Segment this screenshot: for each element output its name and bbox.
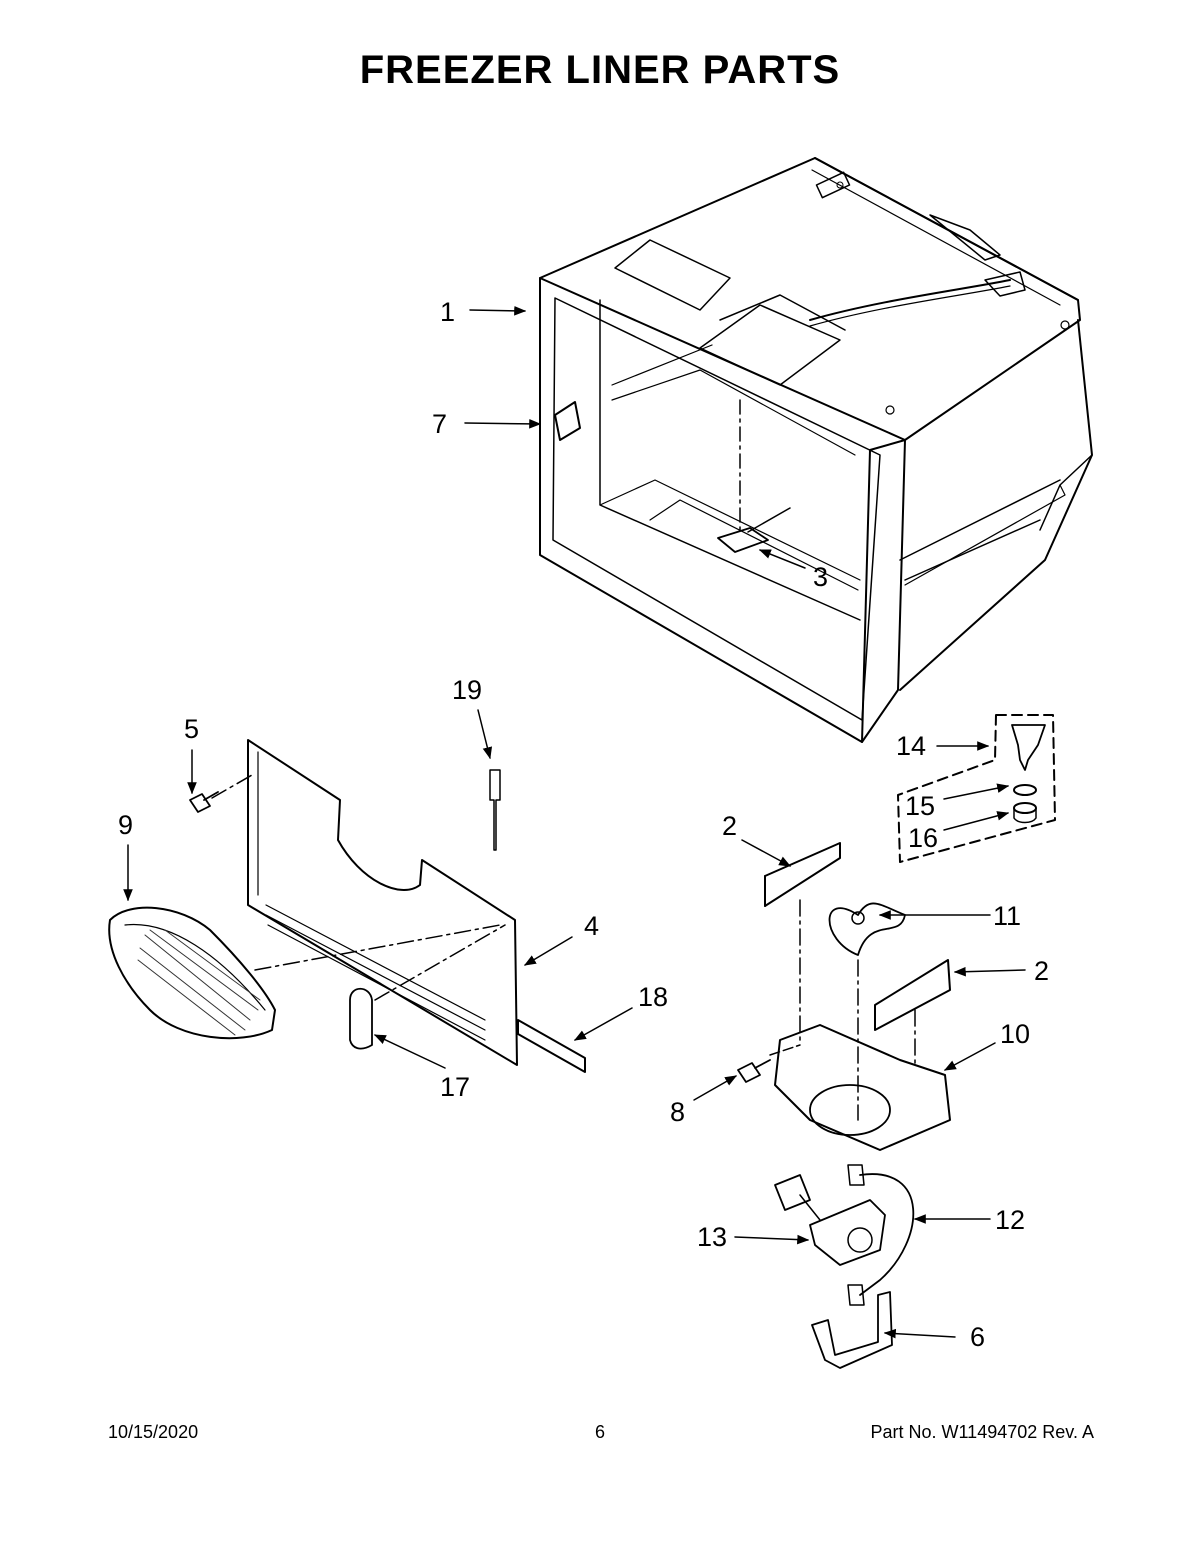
callout-3: 3 — [813, 562, 828, 592]
washer-part — [1013, 802, 1037, 814]
callout-12: 12 — [995, 1205, 1025, 1235]
callout-leaders — [123, 306, 1026, 1339]
sensor-19-part — [489, 769, 501, 851]
temperature-sensor-part — [717, 527, 769, 553]
callout-5: 5 — [184, 714, 199, 744]
footer-date: 10/15/2020 — [108, 1422, 199, 1442]
grille-cover-part — [108, 906, 276, 1040]
drain-parts-group — [897, 714, 1056, 863]
motor-bracket-part — [811, 1291, 893, 1369]
callout-2a: 2 — [722, 811, 737, 841]
fan-assembly-parts — [737, 842, 951, 1369]
callout-2b: 2 — [1034, 956, 1049, 986]
callout-15: 15 — [905, 791, 935, 821]
footer-part-number: Part No. W11494702 Rev. A — [870, 1422, 1094, 1443]
fan-shroud-part — [774, 1024, 951, 1151]
callout-10: 10 — [1000, 1019, 1030, 1049]
callout-1: 1 — [440, 297, 455, 327]
callout-13: 13 — [697, 1222, 727, 1252]
callout-7: 7 — [432, 409, 447, 439]
callout-9: 9 — [118, 810, 133, 840]
drain-fitting-part — [1011, 724, 1046, 771]
callout-17: 17 — [440, 1072, 470, 1102]
callout-6: 6 — [970, 1322, 985, 1352]
motor-connector — [774, 1174, 811, 1211]
rev-value: A — [1081, 1422, 1094, 1442]
freezer-liner-part — [539, 157, 1093, 743]
screw-5-part — [189, 791, 219, 813]
callout-11: 11 — [993, 901, 1021, 931]
callout-8: 8 — [670, 1097, 685, 1127]
o-ring-part — [1013, 784, 1037, 796]
callout-16: 16 — [908, 823, 938, 853]
rev-label: Rev. — [1042, 1422, 1078, 1442]
door-switch-part — [554, 401, 581, 441]
bracket-17-part — [349, 987, 373, 1050]
fan-blade-part — [828, 902, 906, 956]
callout-14: 14 — [896, 731, 926, 761]
freezer-rear-panel-part — [189, 739, 586, 1073]
callout-18: 18 — [638, 982, 668, 1012]
footer-page-number: 6 — [594, 1422, 605, 1442]
foam-pad-2b — [874, 959, 951, 1031]
callout-19: 19 — [452, 675, 482, 705]
foam-strip-part — [517, 1019, 586, 1073]
page-title: FREEZER LINER PARTS — [359, 48, 841, 92]
part-label: Part No. — [870, 1422, 937, 1442]
screw-8-part — [737, 1059, 771, 1083]
part-number: W11494702 — [941, 1422, 1038, 1442]
callout-4: 4 — [584, 911, 599, 941]
fan-motor-part — [809, 1199, 886, 1266]
foam-pad-2a — [764, 842, 841, 907]
wire-harness-part — [859, 1173, 915, 1296]
